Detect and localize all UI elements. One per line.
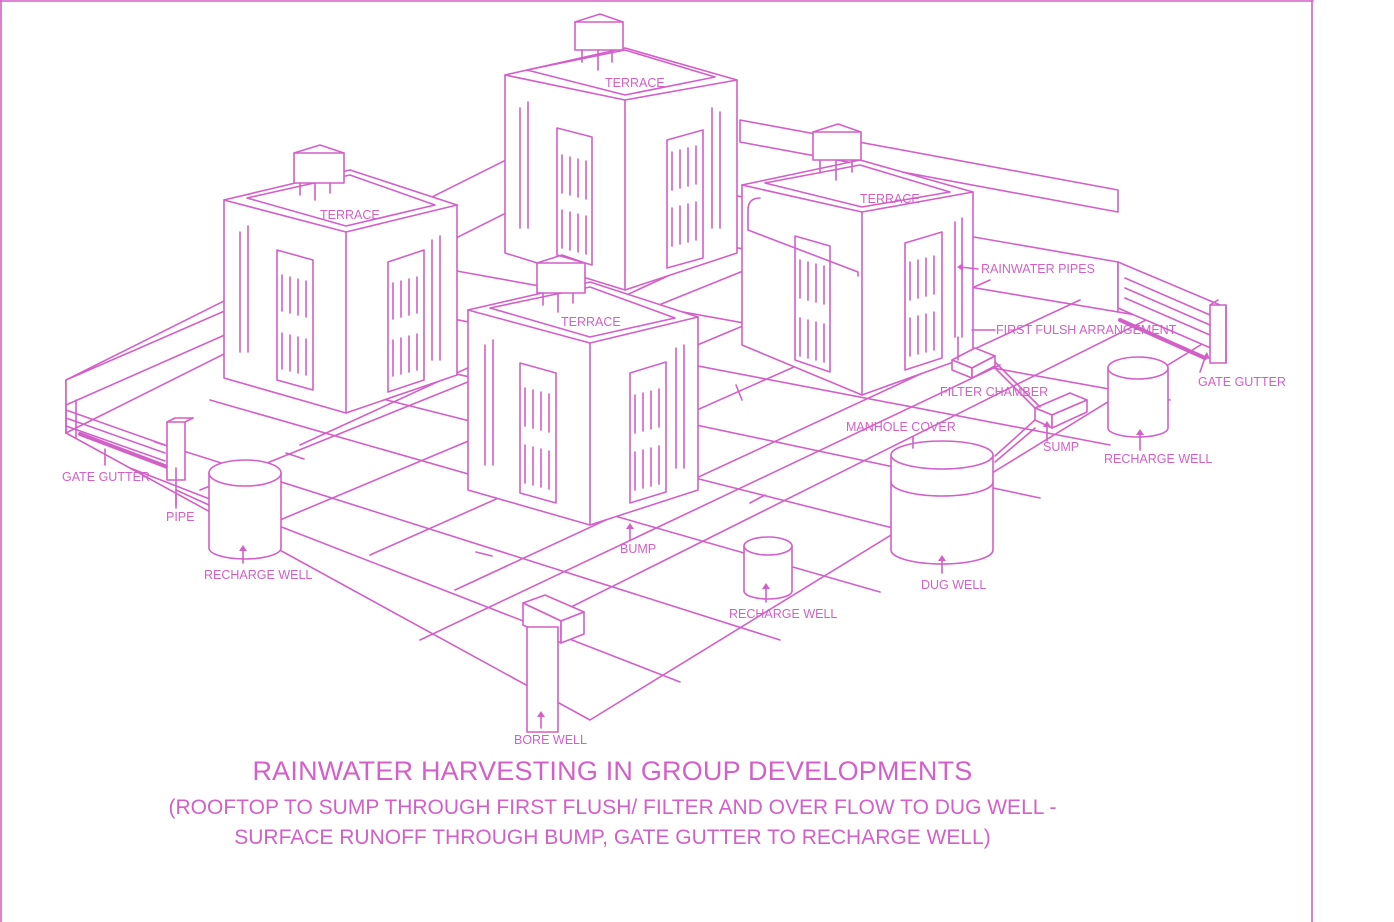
recharge-well-center — [743, 536, 793, 600]
callout-arrows — [104, 263, 1210, 729]
recharge-well-left — [175, 459, 282, 560]
label-terrace-left: TERRACE — [320, 208, 380, 222]
gate-gutter-right-channel — [1118, 318, 1207, 360]
label-dug-well: DUG WELL — [921, 578, 986, 592]
recharge-well-right — [1107, 356, 1169, 438]
label-filter-chamber: FILTER CHAMBER — [940, 385, 1048, 399]
label-first-flush: FIRST FULSH ARRANGEMENT — [996, 323, 1177, 337]
building-back — [504, 13, 738, 291]
label-pipe: PIPE — [166, 510, 195, 524]
diagram-labels: TERRACE TERRACE TERRACE TERRACE RAINWATE… — [62, 76, 1286, 747]
dug-well — [890, 440, 994, 565]
bore-well — [522, 594, 585, 733]
label-terrace-right: TERRACE — [860, 192, 920, 206]
label-rainwater-pipes: RAINWATER PIPES — [981, 262, 1095, 276]
drawing-border — [0, 0, 1314, 922]
diagram-subtitle-line-2: SURFACE RUNOFF THROUGH BUMP, GATE GUTTER… — [234, 826, 991, 849]
gate-gutter-left-channel — [78, 432, 172, 470]
label-manhole-cover: MANHOLE COVER — [846, 420, 956, 434]
label-terrace-back: TERRACE — [605, 76, 665, 90]
label-gate-gutter-left: GATE GUTTER — [62, 470, 150, 484]
label-recharge-well-left: RECHARGE WELL — [204, 568, 312, 582]
label-recharge-well-right: RECHARGE WELL — [1104, 452, 1212, 466]
filter-chamber — [951, 336, 996, 379]
label-recharge-well-center: RECHARGE WELL — [729, 607, 837, 621]
flow-markers — [285, 384, 766, 557]
label-bump: BUMP — [620, 542, 656, 556]
label-sump: SUMP — [1043, 440, 1079, 454]
sump — [994, 361, 1088, 463]
label-gate-gutter-right: GATE GUTTER — [1198, 375, 1286, 389]
label-terrace-front: TERRACE — [561, 315, 621, 329]
building-right — [741, 123, 974, 396]
diagram-subtitle-line-1: (ROOFTOP TO SUMP THROUGH FIRST FLUSH/ FI… — [168, 796, 1057, 819]
diagram-title: RAINWATER HARVESTING IN GROUP DEVELOPMEN… — [252, 756, 973, 786]
building-front — [467, 254, 699, 526]
building-left — [223, 144, 458, 414]
label-bore-well: BORE WELL — [514, 733, 587, 747]
boundary-wall-left — [65, 305, 237, 481]
